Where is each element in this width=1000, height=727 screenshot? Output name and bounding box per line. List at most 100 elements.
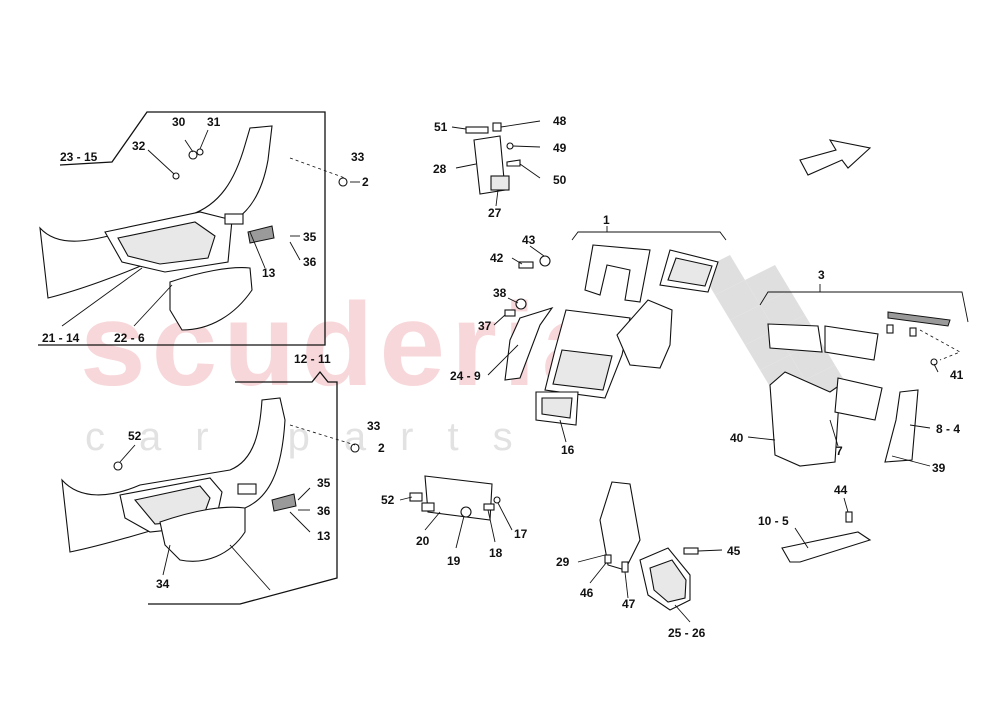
grille-upper: [247, 225, 275, 244]
leader-24: [487, 344, 519, 376]
callout-13-lower: 13: [317, 529, 331, 543]
callout-36: 36: [303, 255, 317, 269]
callout-23-15: 23 - 15: [60, 150, 98, 164]
leader-38: [507, 297, 519, 304]
console-side-piece: [616, 299, 673, 369]
callout-12-11: 12 - 11: [294, 352, 331, 366]
part-40-panel: [769, 371, 841, 467]
leader-40: [747, 436, 776, 441]
callout-18: 18: [489, 546, 503, 560]
dash-33: [289, 157, 346, 179]
screw-31: [196, 148, 204, 156]
leader-16: [559, 419, 567, 443]
leader-46: [589, 562, 607, 584]
part-7: [834, 377, 883, 421]
direction-arrow: [799, 139, 872, 176]
part-51: [465, 126, 489, 134]
callout-33: 33: [351, 150, 365, 164]
callout-52-center: 52: [381, 493, 395, 507]
callout-13: 13: [262, 266, 276, 280]
screw-33-lower: [350, 443, 360, 453]
leader-44: [843, 497, 849, 513]
part-47: [621, 561, 629, 573]
callout-3: 3: [818, 268, 825, 282]
callout-10-5: 10 - 5: [758, 514, 789, 528]
leader-27: [495, 189, 499, 207]
callout-49: 49: [553, 141, 567, 155]
group-frame-lower: [148, 370, 338, 605]
callout-45: 45: [727, 544, 741, 558]
callout-31: 31: [207, 115, 221, 129]
watermark-sub: car parts: [85, 415, 547, 459]
callout-19: 19: [447, 554, 461, 568]
callout-44: 44: [834, 483, 848, 497]
console-cover-inner: [667, 257, 713, 287]
bracket-1: [571, 231, 727, 241]
callout-43: 43: [522, 233, 536, 247]
clip-30: [188, 150, 198, 160]
leader-41: [933, 363, 939, 373]
dash-33-lower: [289, 424, 356, 446]
leader-29: [577, 554, 606, 563]
center-console-group: [487, 226, 727, 443]
leader-36: [289, 241, 301, 261]
grille-lower: [271, 493, 297, 512]
callout-24-9: 24 - 9: [450, 369, 481, 383]
leader-10: [794, 527, 809, 549]
callout-34: 34: [156, 577, 170, 591]
callout-47: 47: [622, 597, 636, 611]
callout-52-left: 52: [128, 429, 142, 443]
callout-36-lower: 36: [317, 504, 331, 518]
part-45: [683, 547, 699, 555]
leader-43: [529, 245, 545, 257]
part-52a: [409, 492, 423, 502]
clip-32: [172, 172, 180, 180]
part-50: [506, 159, 521, 167]
callout-2-lower: 2: [378, 441, 385, 455]
leader-39: [891, 455, 931, 467]
part-3-strip: [887, 311, 951, 327]
leader-13: [249, 231, 266, 269]
leader-35-lower: [297, 487, 311, 501]
bottom-right-group: [781, 497, 872, 563]
leader-52: [399, 496, 413, 501]
leader-19: [455, 515, 465, 549]
switch-upper: [224, 213, 244, 225]
part-17: [493, 496, 501, 504]
callout-8-4: 8 - 4: [936, 422, 960, 436]
callout-50: 50: [553, 173, 567, 187]
part-38: [515, 298, 527, 310]
leader-42: [511, 257, 523, 265]
leader-22: [133, 284, 173, 327]
part-18: [483, 503, 495, 511]
leader-20: [424, 511, 441, 531]
bottom-center-group: [399, 475, 513, 549]
callout-16: 16: [561, 443, 575, 457]
leader-37: [493, 314, 506, 326]
leader-45: [697, 549, 723, 552]
callout-37: 37: [478, 319, 492, 333]
part-3a: [767, 323, 823, 353]
leader-31: [199, 129, 209, 150]
callout-32: 32: [132, 139, 146, 153]
part-3b: [824, 325, 879, 361]
storage-bin-lower: [159, 506, 246, 562]
leader-30: [184, 139, 194, 153]
door-trim-panel-lower: [61, 397, 286, 553]
part-44: [845, 511, 853, 523]
leader-52-left: [119, 444, 136, 463]
tunnel-trim-group: [577, 481, 723, 623]
leader-7: [829, 419, 839, 447]
screw-33: [338, 177, 348, 187]
clip-52-left: [113, 461, 123, 471]
callout-51: 51: [434, 120, 448, 134]
leader-32: [147, 149, 175, 175]
callout-1: 1: [603, 213, 610, 227]
callout-20: 20: [416, 534, 430, 548]
door-trim-panel-upper: [39, 125, 273, 299]
callout-30: 30: [172, 115, 186, 129]
dash-41: [919, 329, 961, 361]
callout-25-26: 25 - 26: [668, 626, 706, 640]
door-pocket-inner-upper: [117, 221, 216, 265]
